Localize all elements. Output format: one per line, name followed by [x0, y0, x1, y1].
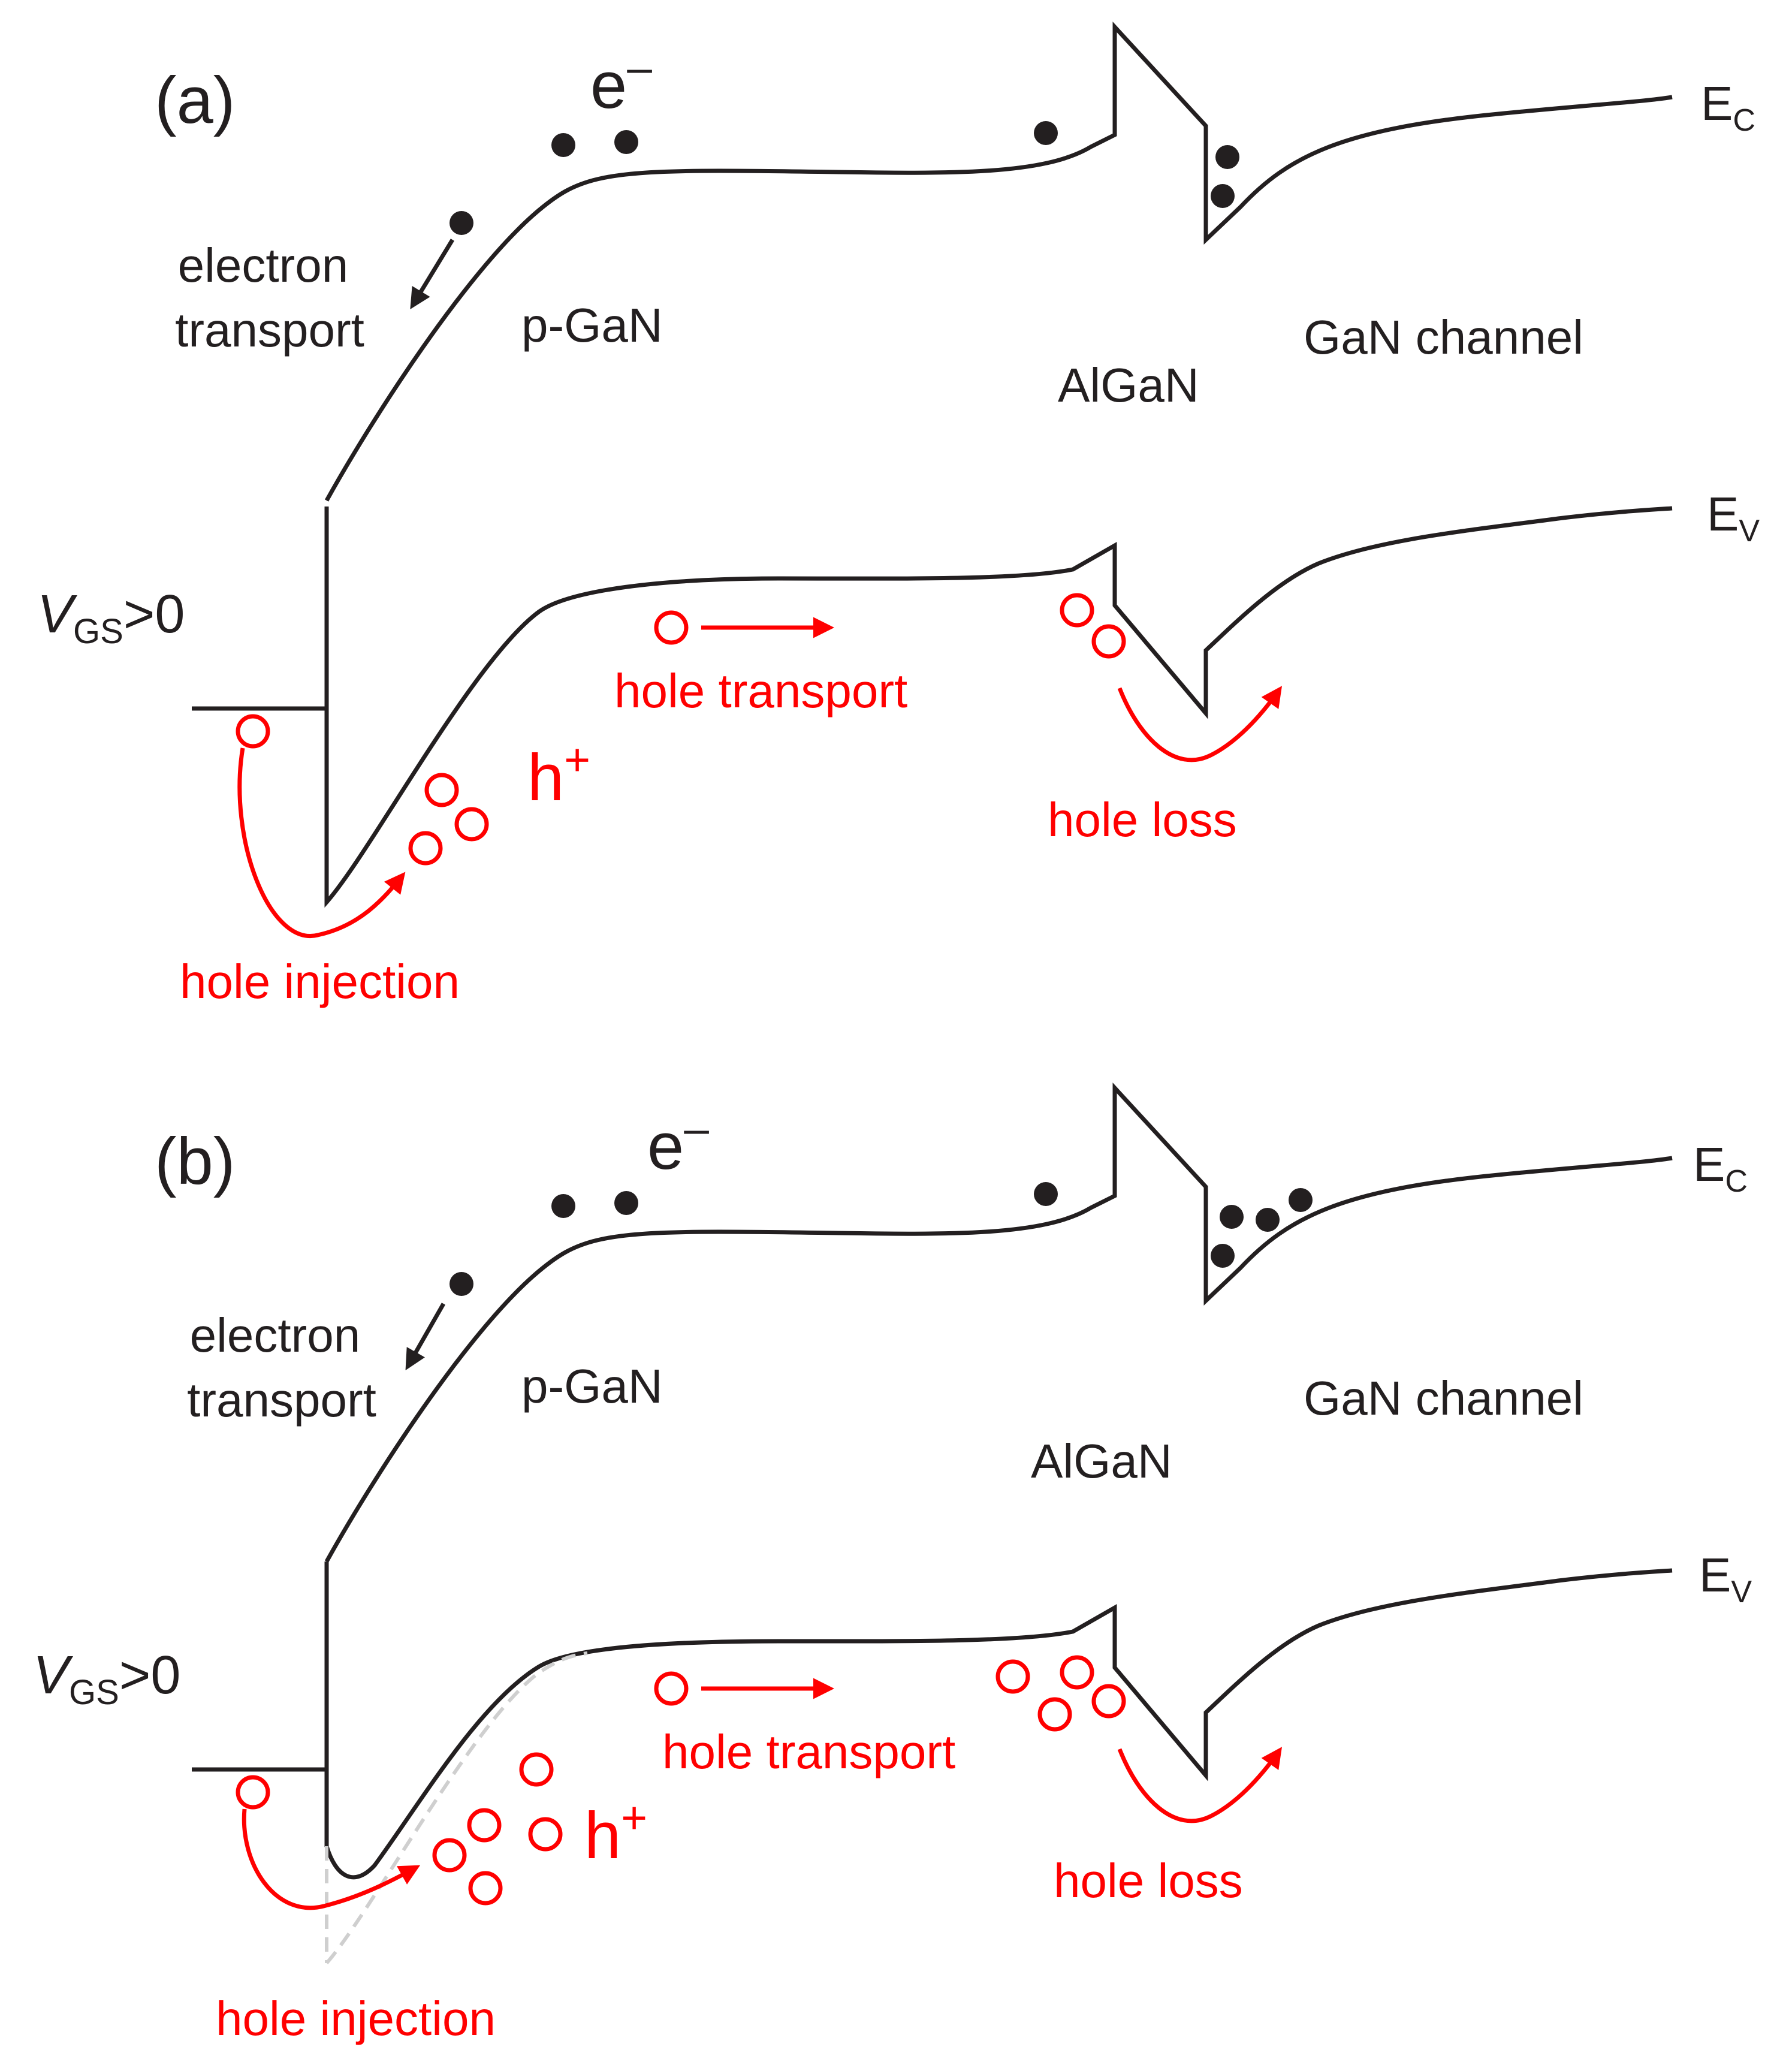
electron — [449, 1272, 473, 1296]
panel-a-electrons — [449, 121, 1239, 235]
panel-a-conduction-band — [324, 22, 1673, 502]
panel-b-electron-transport-arrow — [405, 1303, 446, 1371]
electron — [551, 1194, 575, 1218]
panel-a: (a) EC EV VGS>0 e– electron transport p-… — [37, 22, 1760, 1008]
hole — [654, 1671, 689, 1706]
panel-b-hole-symbol: h+ — [584, 1792, 647, 1873]
panel-a-hole-symbol: h+ — [527, 734, 590, 815]
hole — [454, 807, 489, 842]
hole — [654, 610, 689, 645]
hole — [236, 1775, 270, 1810]
hole — [236, 714, 270, 749]
panel-a-region-pgan: p-GaN — [521, 299, 663, 352]
electron — [1211, 184, 1235, 208]
panel-a-holes — [236, 593, 1126, 866]
panel-a-valence-band — [324, 506, 1673, 908]
electron — [1034, 121, 1058, 145]
electron — [1211, 1244, 1235, 1268]
panel-b-conduction-band — [324, 1083, 1673, 1563]
panel-b-hole-injection-label: hole injection — [216, 1992, 496, 2045]
hole — [1060, 1655, 1094, 1690]
hole — [408, 831, 443, 866]
panel-a-label: (a) — [155, 64, 235, 137]
hole — [468, 1871, 503, 1906]
electron — [1034, 1182, 1058, 1206]
panel-a-electron-transport-arrow — [410, 239, 454, 309]
panel-b-hole-transport-label: hole transport — [662, 1725, 955, 1778]
panel-a-region-algan: AlGaN — [1058, 358, 1199, 412]
electron — [449, 211, 473, 235]
electron — [614, 130, 638, 154]
panel-b-region-channel: GaN channel — [1304, 1371, 1583, 1425]
hole — [995, 1659, 1030, 1694]
panel-b-holes — [236, 1655, 1126, 1906]
hole — [1060, 593, 1094, 628]
panel-a-hole-injection-arrow — [237, 747, 406, 939]
hole — [1091, 1684, 1126, 1719]
hole — [432, 1838, 467, 1873]
panel-b: (b) EC EV VGS>0 e– electron tran — [33, 1083, 1752, 2045]
electron — [1256, 1208, 1280, 1232]
hole — [519, 1752, 554, 1787]
panel-a-hole-transport-label: hole transport — [614, 664, 907, 718]
hole — [424, 773, 459, 807]
electron — [614, 1191, 638, 1215]
panel-b-vgs-label: VGS>0 — [33, 1645, 180, 1712]
panel-b-region-algan: AlGaN — [1031, 1434, 1172, 1488]
panel-a-hole-injection-label: hole injection — [180, 955, 460, 1008]
hole — [467, 1808, 502, 1843]
panel-a-electron-symbol: e– — [590, 42, 652, 122]
electron — [551, 133, 575, 157]
panel-a-hole-loss-arrow — [1117, 686, 1283, 762]
panel-b-original-valence-band-ghost — [325, 1651, 588, 1964]
electron — [1215, 145, 1239, 169]
panel-a-hole-loss-label: hole loss — [1048, 793, 1237, 846]
panel-b-ev-label: EV — [1699, 1548, 1752, 1609]
hole — [1091, 624, 1126, 659]
panel-b-electron-symbol: e– — [647, 1103, 709, 1183]
panel-b-ec-label: EC — [1693, 1138, 1748, 1199]
hole — [1037, 1697, 1072, 1732]
hole — [528, 1817, 563, 1852]
electron — [1220, 1205, 1244, 1229]
panel-b-hole-loss-arrow — [1117, 1747, 1283, 1823]
electron — [1289, 1188, 1313, 1212]
panel-a-ev-label: EV — [1707, 487, 1760, 548]
panel-b-valence-band — [324, 1561, 1673, 1880]
panel-b-hole-loss-label: hole loss — [1054, 1854, 1243, 1907]
panel-a-region-channel: GaN channel — [1304, 310, 1583, 364]
panel-b-electron-transport-label: electron transport — [187, 1309, 376, 1427]
panel-b-hole-injection-arrow — [242, 1808, 421, 1910]
panel-b-electrons — [449, 1182, 1313, 1296]
panel-a-electron-transport-label: electron transport — [175, 239, 364, 357]
panel-b-label: (b) — [155, 1125, 235, 1198]
panel-b-region-pgan: p-GaN — [521, 1359, 663, 1413]
panel-a-vgs-label: VGS>0 — [37, 584, 185, 651]
panel-a-ec-label: EC — [1701, 77, 1755, 138]
